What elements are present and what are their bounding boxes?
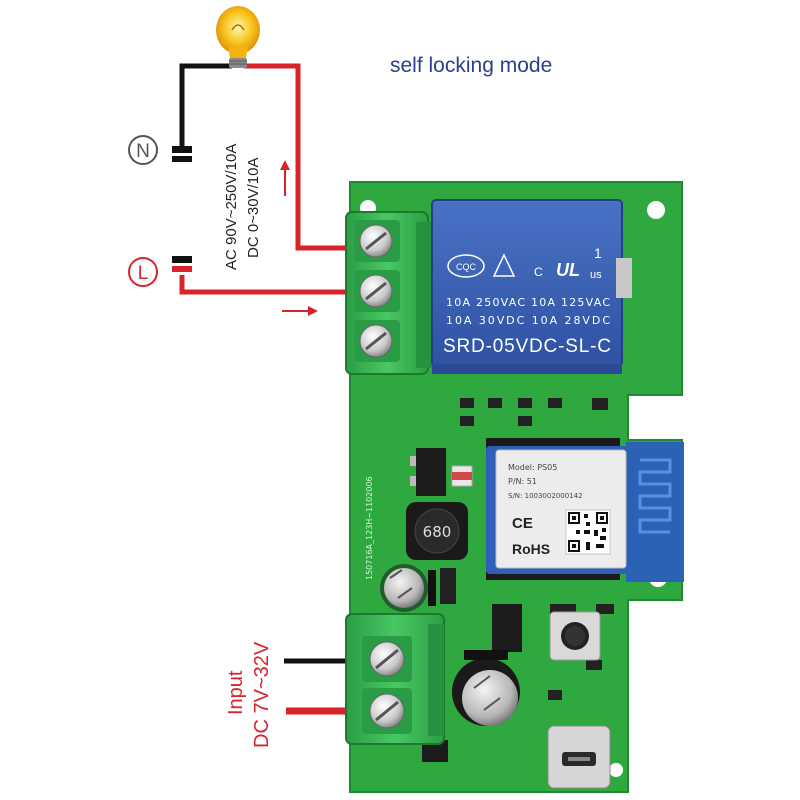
antenna [626,442,684,582]
reset-button[interactable] [549,611,601,661]
current-arrow-up-icon [280,160,290,196]
live-terminal-icon: L [128,257,158,287]
relay-terminal-block[interactable] [345,211,432,375]
inductor: 680 [406,502,468,560]
terminal-screw[interactable] [362,688,412,734]
current-arrow-right-icon [282,306,318,316]
capacitor-large [452,650,520,726]
light-bulb-icon [216,6,260,68]
ac-rating: AC 90V~250V/10A [223,144,240,270]
neutral-wire [179,63,232,150]
terminal-screw[interactable] [354,270,400,312]
pcb-silkscreen: 150716A_123H~1102006 [365,476,374,580]
dc-rating: DC 0~30V/10A [245,158,262,258]
input-terminal-block[interactable] [345,613,445,745]
relay-brand: CQC [456,262,477,272]
neutral-terminal-icon: N [128,135,158,165]
relay-rating-line1: 10A 250VAC 10A 125VAC [446,296,610,309]
wifi-module: Model: PS05 P/N: 51 S/N: 1003002000142 C… [486,446,628,574]
load-wire [244,63,360,251]
live-plug [172,256,192,263]
smd-components [410,398,614,762]
input-voltage: DC 7V~32V [251,641,273,748]
ul-us: us [590,269,602,281]
capacitor-small [380,564,436,612]
cqc-logo-icon: CQC [447,254,485,278]
relay-rating-line2: 10A 30VDC 10A 28VDC [446,314,610,327]
neutral-label: N [136,141,150,162]
inductor-value: 680 [423,523,452,541]
input-label: Input [225,670,247,715]
load-wiring: N L AC 90V~250V/10A DC 0~30V/10A [128,6,360,316]
live-wire [179,275,360,295]
module-sn: S/N: 1003002000142 [508,492,583,500]
module-model: Model: PS05 [508,463,557,472]
terminal-screw[interactable] [354,320,400,362]
warning-triangle-icon [492,253,516,277]
relay: CQC C UL us 1 10A 250VAC 10A 125VAC 10A … [431,199,632,374]
rohs-mark: RoHS [512,541,550,557]
usb-port[interactable] [547,725,611,789]
module-pn: P/N: 51 [508,477,537,486]
neutral-plug [172,146,192,153]
relay-c-mark: C [534,265,543,279]
diagram-title: self locking mode [390,54,553,77]
terminal-screw[interactable] [362,636,412,682]
mounting-hole [609,763,623,777]
ce-mark: CE [512,515,533,532]
live-label: L [138,263,149,284]
svg-text:UL: UL [556,260,580,280]
pin-header [486,570,620,580]
qr-code-icon [565,509,611,555]
ul-mark-icon: UL us [556,260,602,281]
relay-model: SRD-05VDC-SL-C [443,336,611,357]
relay-pin-number: 1 [594,245,602,261]
mounting-hole [647,201,665,219]
terminal-screw[interactable] [354,220,400,262]
